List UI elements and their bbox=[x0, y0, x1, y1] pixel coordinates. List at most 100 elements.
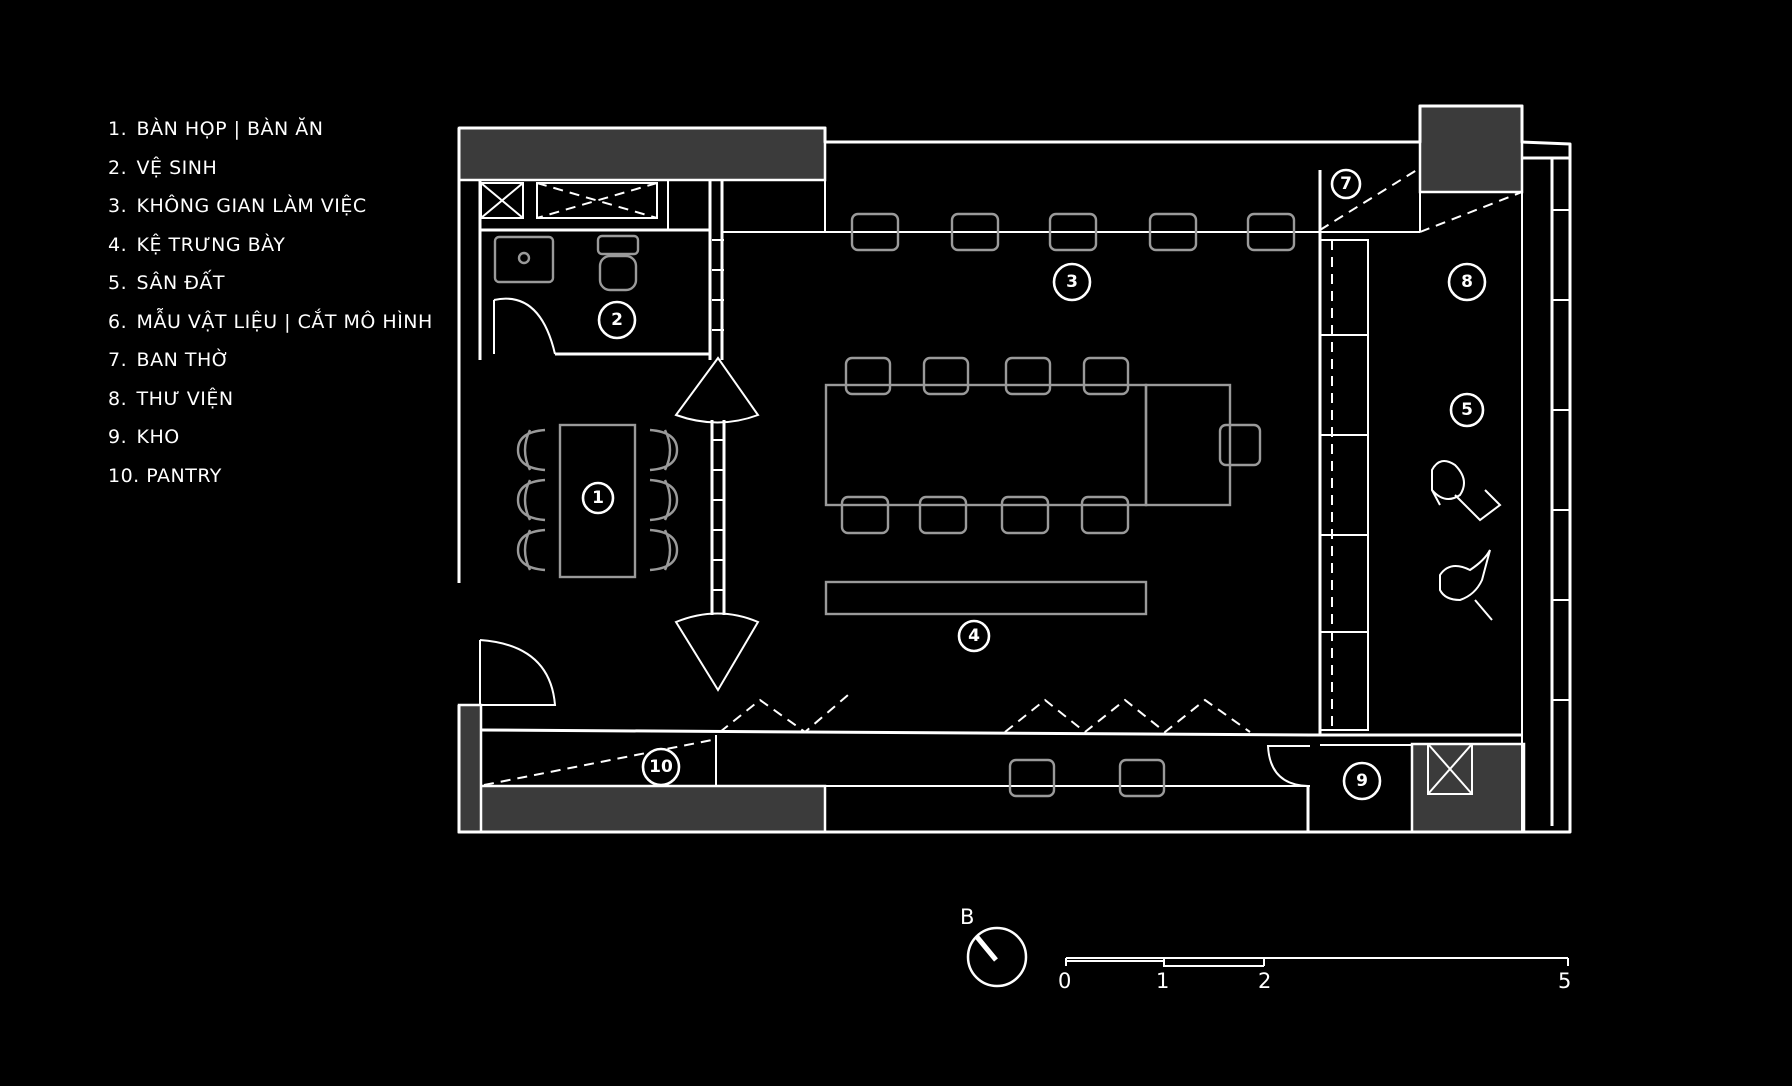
toilet-fixtures bbox=[480, 182, 658, 292]
storage-room bbox=[1320, 744, 1413, 832]
dining-table bbox=[558, 423, 637, 579]
display-zigzag-left bbox=[719, 694, 849, 734]
chair-left-1 bbox=[516, 428, 546, 472]
pantry-wall bbox=[479, 728, 1311, 737]
compass-needle bbox=[975, 935, 998, 962]
storage-shaft-cross bbox=[1427, 743, 1473, 795]
desk-chair bbox=[1048, 212, 1098, 252]
dining-chairs bbox=[516, 428, 679, 572]
scale-bar: 0 1 2 5 bbox=[1058, 957, 1571, 993]
library-shelf-dividers bbox=[1320, 334, 1368, 633]
compass-icon bbox=[966, 926, 1028, 988]
svg-text:3: 3 bbox=[1066, 272, 1078, 292]
dashed-lines bbox=[483, 167, 1523, 786]
work-chair-end bbox=[1218, 423, 1262, 467]
work-chair bbox=[1000, 495, 1050, 535]
chair-left-2 bbox=[516, 478, 546, 522]
doors bbox=[479, 297, 1310, 787]
partition-mullions-upper bbox=[712, 239, 724, 331]
work-chair bbox=[922, 356, 970, 396]
tag-7: 7 bbox=[1330, 168, 1362, 200]
tag-4: 4 bbox=[957, 619, 991, 653]
svg-text:8: 8 bbox=[1461, 272, 1473, 292]
bottom-corridor-line bbox=[824, 786, 1308, 833]
person-figure-icon bbox=[1439, 549, 1493, 621]
work-chair bbox=[1082, 356, 1130, 396]
pivot-door-bottom-icon bbox=[674, 612, 760, 692]
solid-column-top-right bbox=[1418, 104, 1524, 194]
toilet-door-icon bbox=[493, 297, 556, 355]
work-table-extension bbox=[1144, 383, 1232, 507]
skylight-cross bbox=[536, 182, 658, 219]
solid-wall-top-left bbox=[457, 126, 827, 182]
sink-icon bbox=[493, 235, 555, 284]
outer-walls bbox=[457, 104, 1572, 834]
svg-text:9: 9 bbox=[1356, 771, 1368, 791]
shaft-cross bbox=[480, 182, 524, 219]
person-figure-icon bbox=[1431, 460, 1502, 522]
tag-5: 5 bbox=[1449, 392, 1485, 428]
svg-text:5: 5 bbox=[1461, 400, 1473, 420]
north-label: B bbox=[960, 905, 974, 929]
facade-frame bbox=[1522, 156, 1570, 826]
legend-item-7: 7. BAN THỜ bbox=[108, 349, 230, 371]
legend-item-2: 2. VỆ SINH bbox=[108, 156, 218, 179]
solid-wall-bottom-left bbox=[457, 784, 827, 834]
chair-right-3 bbox=[649, 528, 679, 572]
desk-chair bbox=[950, 212, 1000, 252]
toilet-tank-icon bbox=[596, 234, 640, 256]
legend-item-8: 8. THƯ VIỆN bbox=[108, 387, 234, 410]
library-shelves bbox=[1320, 239, 1369, 731]
legend-item-5: 5. SÂN ĐẤT bbox=[108, 272, 226, 294]
scale-tick-1: 1 bbox=[1156, 969, 1169, 993]
courtyard-people bbox=[1431, 460, 1502, 621]
scale-tick-5: 5 bbox=[1558, 969, 1571, 993]
solid-wall-left-lower bbox=[457, 703, 483, 834]
altar-diagonal bbox=[1319, 167, 1421, 231]
tag-3: 3 bbox=[1052, 262, 1092, 302]
glass-partition bbox=[710, 420, 726, 615]
legend-item-9: 9. KHO bbox=[108, 426, 180, 448]
tag-2: 2 bbox=[597, 300, 637, 340]
room-legend: 1. BÀN HỌP | BÀN ĂN 2. VỆ SINH 3. KHÔNG … bbox=[108, 118, 433, 503]
storage-door-icon bbox=[1266, 745, 1310, 787]
scale-tick-0: 0 bbox=[1058, 969, 1071, 993]
pantry-diagonal bbox=[483, 739, 713, 786]
svg-text:1: 1 bbox=[592, 488, 604, 508]
interior-walls bbox=[478, 142, 1522, 833]
legend-item-4: 4. KỆ TRƯNG BÀY bbox=[108, 233, 286, 256]
legend-item-6: 6. MẪU VẬT LIỆU | CẮT MÔ HÌNH bbox=[108, 310, 433, 333]
work-chair bbox=[844, 356, 892, 396]
outer-wall bbox=[457, 104, 1572, 834]
workspace-furniture bbox=[824, 212, 1296, 798]
skylight-box bbox=[536, 182, 658, 219]
legend-item-10: 10. PANTRY bbox=[108, 464, 222, 487]
entrance-door-icon bbox=[479, 639, 557, 706]
scale-tick-2: 2 bbox=[1258, 969, 1271, 993]
scale-bar-segments bbox=[1066, 960, 1264, 967]
svg-text:4: 4 bbox=[968, 626, 980, 646]
display-shelf bbox=[824, 580, 1148, 616]
pantry-chair bbox=[1008, 758, 1056, 798]
work-chair bbox=[1004, 356, 1052, 396]
pantry-chair bbox=[1118, 758, 1166, 798]
display-zigzag-right bbox=[1004, 698, 1251, 734]
chair-left-3 bbox=[516, 528, 546, 572]
svg-text:10: 10 bbox=[649, 757, 673, 777]
facade-mullions bbox=[1552, 209, 1570, 701]
chair-right-2 bbox=[649, 478, 679, 522]
sink-drain-icon bbox=[517, 251, 531, 265]
tag-1: 1 bbox=[581, 481, 615, 515]
dining-set bbox=[516, 423, 679, 579]
wall-desk-chairs bbox=[850, 212, 1296, 252]
library-top-diagonal bbox=[1419, 191, 1523, 233]
tag-9: 9 bbox=[1342, 761, 1382, 801]
desk-chair bbox=[850, 212, 900, 252]
tag-10: 10 bbox=[641, 747, 681, 787]
north-arrow: B bbox=[960, 905, 1028, 988]
shaft-box bbox=[480, 182, 524, 219]
work-chair bbox=[1080, 495, 1130, 535]
pivot-door-top-icon bbox=[674, 356, 760, 424]
svg-text:2: 2 bbox=[611, 310, 623, 330]
